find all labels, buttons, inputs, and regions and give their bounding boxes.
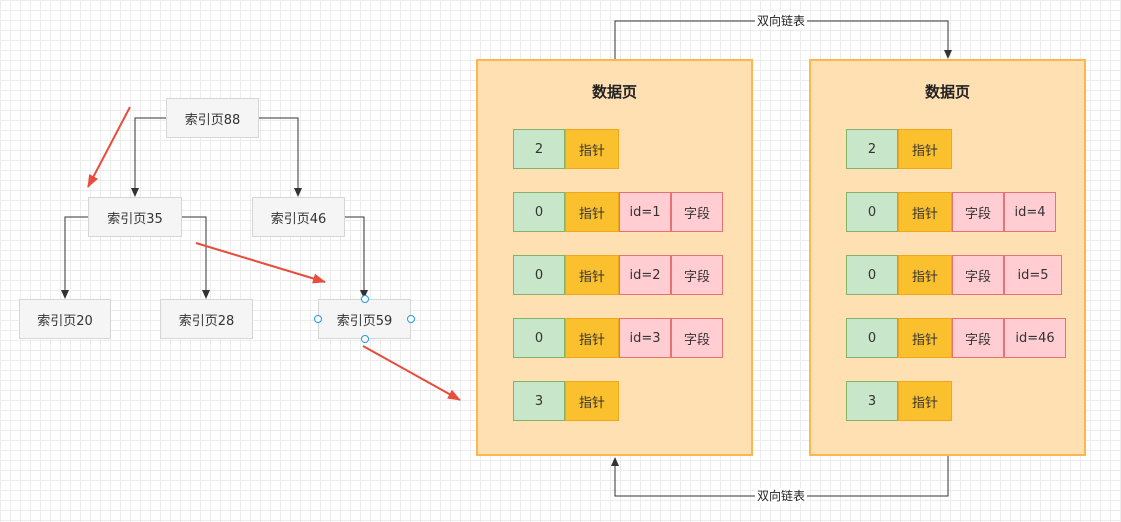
record-row: 0 指针 id=3 字段 [513, 318, 723, 358]
pointer-cell: 指针 [565, 192, 619, 232]
link-label-bottom: 双向链表 [755, 488, 808, 504]
pointer-cell: 指针 [898, 192, 952, 232]
red-arrow-2 [195, 242, 326, 284]
selection-handle-top[interactable] [361, 295, 369, 303]
field-cell: id=1 [619, 192, 671, 232]
pointer-cell: 指针 [565, 255, 619, 295]
index-node-20[interactable]: 索引页20 [19, 299, 111, 339]
pointer-cell: 指针 [565, 129, 619, 169]
record-count: 3 [513, 381, 565, 421]
record-row: 0 指针 id=2 字段 [513, 255, 723, 295]
field-cell: 字段 [671, 192, 723, 232]
record-row: 0 指针 id=1 字段 [513, 192, 723, 232]
field-cell: id=5 [1004, 255, 1062, 295]
record-count: 0 [513, 318, 565, 358]
record-row: 3 指针 [846, 381, 952, 421]
edge-35-20 [61, 216, 88, 299]
pointer-cell: 指针 [565, 318, 619, 358]
record-count: 0 [846, 318, 898, 358]
record-count: 2 [846, 129, 898, 169]
data-page-title: 数据页 [924, 83, 970, 101]
record-row: 0 指针 字段 id=4 [846, 192, 1056, 232]
pointer-cell: 指针 [565, 381, 619, 421]
index-node-35[interactable]: 索引页35 [88, 197, 182, 237]
edge-88-46 [259, 117, 302, 197]
record-count: 0 [513, 192, 565, 232]
red-arrow-1 [87, 106, 131, 188]
edge-88-35 [131, 117, 166, 197]
field-cell: 字段 [952, 318, 1004, 358]
edge-46-59 [345, 216, 368, 299]
field-cell: 字段 [952, 192, 1004, 232]
field-cell: id=4 [1004, 192, 1056, 232]
link-label-top: 双向链表 [755, 13, 808, 29]
record-row: 2 指针 [846, 129, 952, 169]
edge-35-28 [182, 216, 210, 299]
record-row: 0 指针 字段 id=46 [846, 318, 1066, 358]
data-page-1[interactable]: 数据页 2 指针 0 指针 id=1 字段 0 指针 id=2 字段 0 指针 … [476, 59, 753, 456]
selection-handle-bottom[interactable] [361, 335, 369, 343]
field-cell: id=3 [619, 318, 671, 358]
selection-handle-left[interactable] [314, 315, 322, 323]
field-cell: 字段 [952, 255, 1004, 295]
index-node-59[interactable]: 索引页59 [318, 299, 411, 339]
record-count: 0 [846, 255, 898, 295]
pointer-cell: 指针 [898, 381, 952, 421]
index-node-46[interactable]: 索引页46 [252, 197, 345, 237]
field-cell: 字段 [671, 255, 723, 295]
record-count: 2 [513, 129, 565, 169]
pointer-cell: 指针 [898, 255, 952, 295]
index-node-28[interactable]: 索引页28 [160, 299, 253, 339]
field-cell: 字段 [671, 318, 723, 358]
pointer-cell: 指针 [898, 129, 952, 169]
record-row: 2 指针 [513, 129, 619, 169]
record-row: 0 指针 字段 id=5 [846, 255, 1062, 295]
red-arrow-3 [362, 345, 461, 401]
record-count: 0 [846, 192, 898, 232]
data-page-title: 数据页 [591, 83, 637, 101]
selection-handle-right[interactable] [407, 315, 415, 323]
record-count: 3 [846, 381, 898, 421]
record-row: 3 指针 [513, 381, 619, 421]
field-cell: id=2 [619, 255, 671, 295]
record-count: 0 [513, 255, 565, 295]
field-cell: id=46 [1004, 318, 1066, 358]
data-page-2[interactable]: 数据页 2 指针 0 指针 字段 id=4 0 指针 字段 id=5 0 指针 … [809, 59, 1086, 456]
pointer-cell: 指针 [898, 318, 952, 358]
index-node-root[interactable]: 索引页88 [166, 98, 259, 138]
